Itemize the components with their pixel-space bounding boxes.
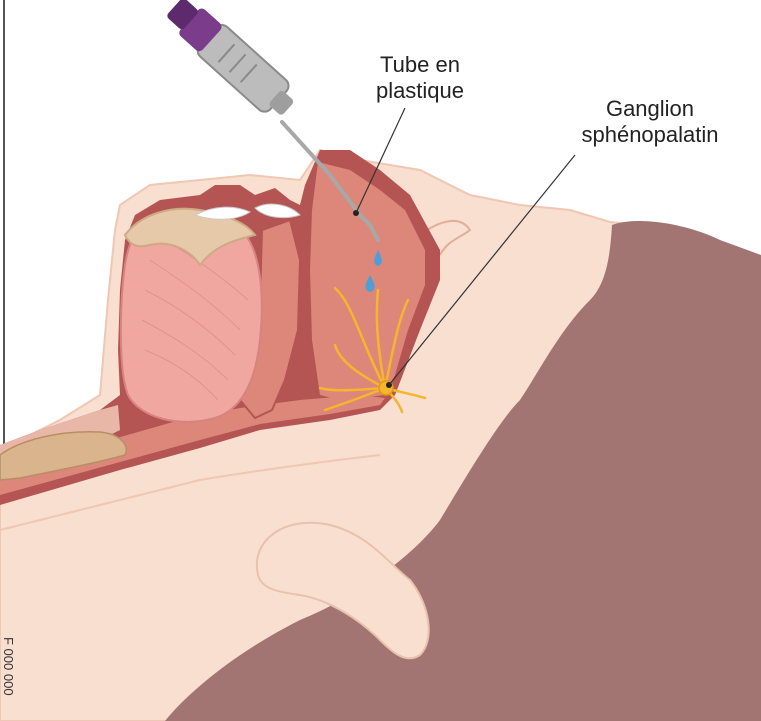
syringe [161,0,301,124]
tube-label-line-2: plastique [360,78,480,104]
ganglion-label-line-2: sphénopalatin [555,122,745,148]
tube-label: Tube en plastique [360,52,480,104]
tube-label-line-1: Tube en [360,52,480,78]
ganglion-label-line-1: Ganglion [555,96,745,122]
figure-code: F 000 000 [1,637,15,697]
ganglion-label: Ganglion sphénopalatin [555,96,745,148]
